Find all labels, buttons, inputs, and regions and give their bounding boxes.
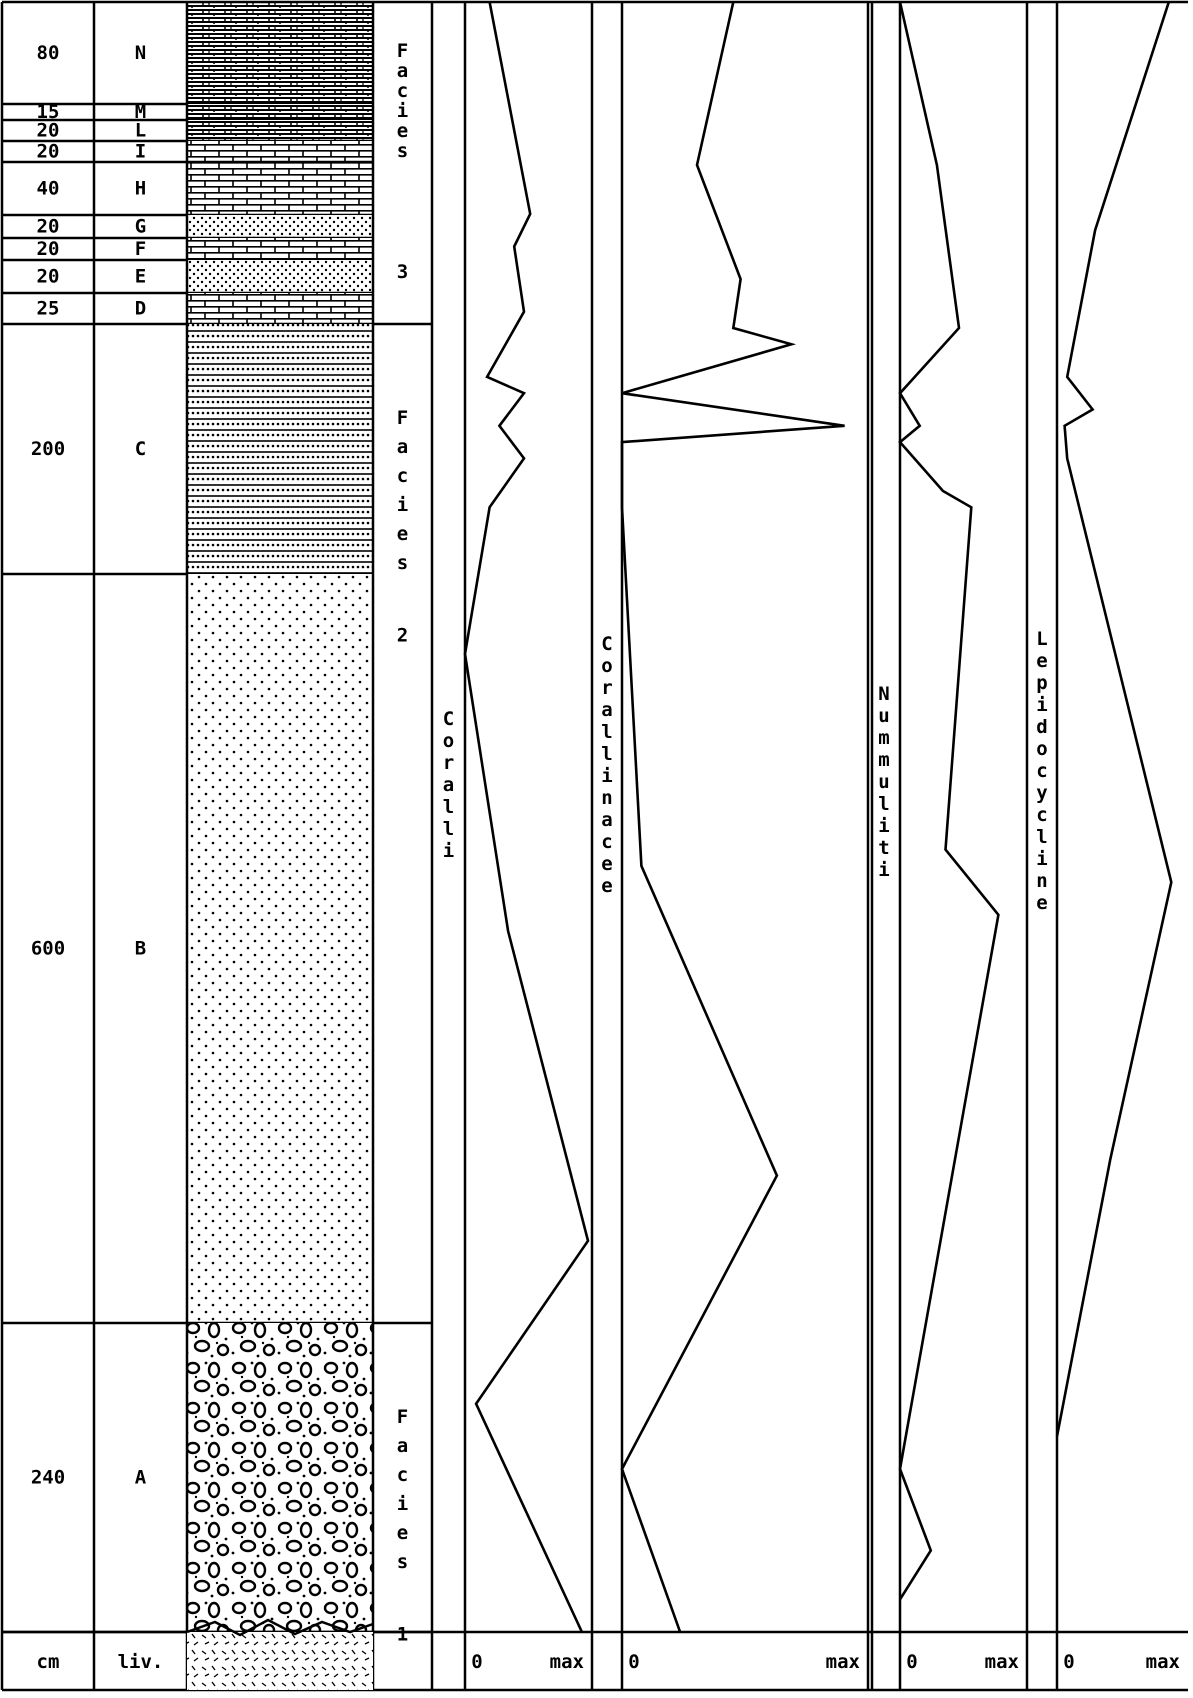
thickness-value: 25 <box>37 298 60 320</box>
abundance-curve <box>1055 1 1173 1437</box>
level-letter: N <box>135 42 146 64</box>
level-letter: L <box>135 120 146 142</box>
lithology-conglomerate <box>187 1323 373 1632</box>
level-row: 40 H <box>2 162 373 217</box>
level-letter: G <box>135 216 146 238</box>
footer-row: cm liv. 0 max 0 max 0 max 0 max <box>37 1618 1180 1690</box>
lithology-limestone <box>187 141 373 162</box>
level-letter: C <box>135 438 146 460</box>
scale-max: max <box>1146 1651 1180 1673</box>
level-row: 240 A <box>2 1323 373 1634</box>
scale-min: 0 <box>1063 1651 1074 1673</box>
thickness-value: 20 <box>37 216 60 238</box>
thickness-value: 15 <box>37 101 60 123</box>
thickness-value: 20 <box>37 141 60 163</box>
lithology-sandstone <box>187 215 373 238</box>
abundance-curve <box>463 1 590 1633</box>
scale-min: 0 <box>628 1651 639 1673</box>
scale-min: 0 <box>906 1651 917 1673</box>
lithology-lined-sand <box>187 324 373 574</box>
lithology-basement <box>187 1632 373 1690</box>
scale-max: max <box>826 1651 860 1673</box>
scale-min: 0 <box>471 1651 482 1673</box>
thickness-value: 20 <box>37 120 60 142</box>
level-letter: D <box>135 298 146 320</box>
lithology-shale <box>187 2 373 104</box>
thickness-value: 20 <box>37 238 60 260</box>
scale-max: max <box>985 1651 1019 1673</box>
lithology-shale <box>187 120 373 141</box>
level-letter: H <box>135 178 146 200</box>
lithology-sand <box>187 574 373 1323</box>
abundance-curve <box>620 1 845 1633</box>
level-row: 600 B <box>2 574 373 1325</box>
thickness-value: 40 <box>37 178 60 200</box>
unit-cm: cm <box>37 1651 60 1673</box>
scale-max: max <box>550 1651 584 1673</box>
thickness-value: 20 <box>37 266 60 288</box>
thickness-value: 600 <box>31 938 65 960</box>
thickness-value: 240 <box>31 1467 65 1489</box>
facies-number: 1 <box>397 1624 408 1646</box>
level-letter: I <box>135 141 146 163</box>
level-letter: M <box>135 101 146 123</box>
abundance-curve <box>898 1 1000 1601</box>
lithology-sandstone <box>187 260 373 293</box>
lithology-limestone <box>187 293 373 324</box>
thickness-value: 80 <box>37 42 60 64</box>
unconformity-line <box>186 1618 374 1637</box>
level-letter: F <box>135 238 146 260</box>
thickness-value: 200 <box>31 438 65 460</box>
facies-number: 3 <box>397 261 408 283</box>
level-row: 80 N <box>2 2 373 106</box>
lithology-shale <box>187 104 373 120</box>
lithology-limestone <box>187 238 373 260</box>
level-letter: A <box>135 1467 147 1489</box>
level-row: 200 C <box>2 324 373 576</box>
unit-level: liv. <box>118 1651 164 1673</box>
lithology-limestone <box>187 162 373 215</box>
facies-number: 2 <box>397 625 408 647</box>
level-letter: B <box>135 938 146 960</box>
level-letter: E <box>135 266 146 288</box>
